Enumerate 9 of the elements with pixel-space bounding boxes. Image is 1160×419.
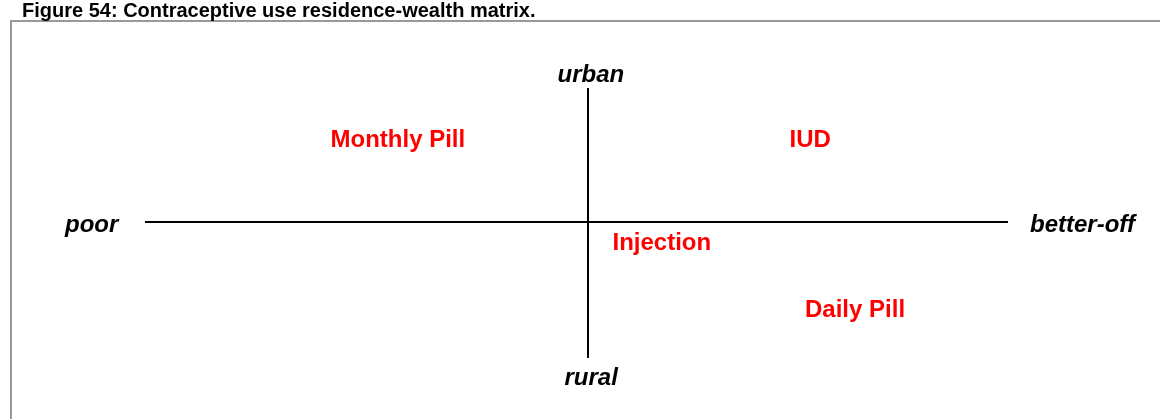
quadrant-label: Daily Pill — [805, 297, 906, 321]
quadrant-label: IUD — [789, 127, 831, 151]
axis-label: rural — [564, 365, 618, 389]
axis-label: poor — [65, 212, 119, 236]
quadrant-label: Injection — [612, 230, 712, 254]
axis-label: better-off — [1030, 212, 1135, 236]
figure-title: Figure 54: Contraceptive use residence-wealth matrix. — [22, 0, 536, 20]
axis-label: urban — [557, 62, 625, 86]
quadrant-label: Monthly Pill — [330, 127, 466, 151]
